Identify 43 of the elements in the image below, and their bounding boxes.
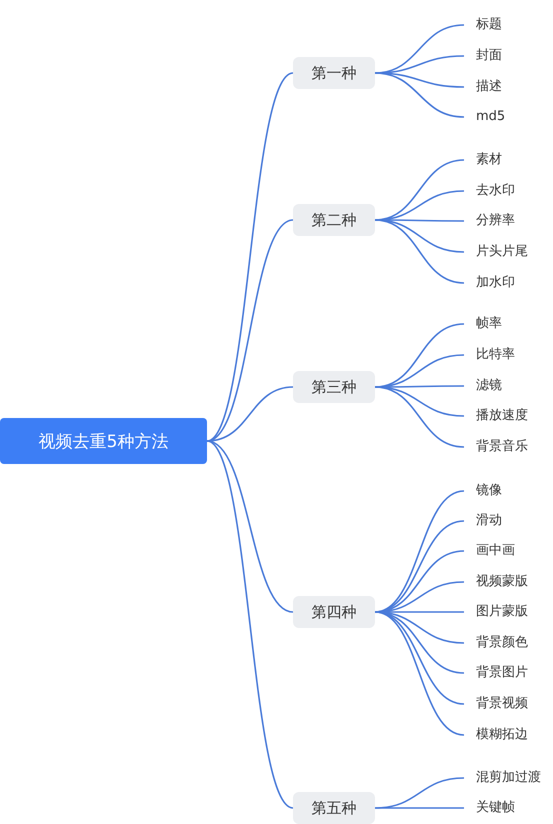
connector <box>374 611 464 705</box>
leaf-label: 关键帧 <box>464 798 515 818</box>
connector <box>375 807 464 809</box>
connector <box>375 219 464 222</box>
branch-box: 第一种 <box>293 57 375 89</box>
leaf-label: 滤镜 <box>464 376 502 396</box>
leaf-label: 片头片尾 <box>464 242 528 262</box>
leaf-label: 画中画 <box>464 541 515 561</box>
leaf-label: 去水印 <box>464 181 515 201</box>
branch-box: 第三种 <box>293 371 375 403</box>
leaf-label: 滑动 <box>464 511 502 531</box>
connector <box>374 72 464 118</box>
leaf-label: 背景视频 <box>464 694 528 714</box>
leaf-label: 分辨率 <box>464 211 515 231</box>
branch-box: 第二种 <box>293 204 375 236</box>
leaf-label: 素材 <box>464 150 502 170</box>
connector <box>374 72 464 88</box>
branch-box: 第五种 <box>293 792 375 824</box>
branch-box: 第四种 <box>293 596 375 628</box>
leaf-label: 封面 <box>464 46 502 66</box>
leaf-label: 镜像 <box>464 481 502 501</box>
leaf-label: 加水印 <box>464 273 515 293</box>
leaf-label: 图片蒙版 <box>464 602 528 622</box>
leaf-label: 播放速度 <box>464 406 528 426</box>
leaf-label: 标题 <box>464 15 502 35</box>
connector <box>374 386 464 417</box>
connector <box>374 219 464 253</box>
leaf-label: 视频蒙版 <box>464 572 528 592</box>
leaf-label: 背景颜色 <box>464 633 528 653</box>
leaf-label: 描述 <box>464 77 502 97</box>
leaf-label: 背景图片 <box>464 663 528 683</box>
connector <box>375 385 464 388</box>
connector <box>374 219 464 284</box>
connector <box>206 72 294 442</box>
leaf-label: 模糊拓边 <box>464 725 528 745</box>
leaf-label: md5 <box>464 107 506 127</box>
connector <box>374 386 464 448</box>
leaf-label: 帧率 <box>464 314 502 334</box>
root-box: 视频去重5种方法 <box>0 418 207 464</box>
leaf-label: 比特率 <box>464 345 515 365</box>
leaf-label: 背景音乐 <box>464 437 528 457</box>
leaf-label: 混剪加过渡 <box>464 768 541 788</box>
connector <box>206 440 294 809</box>
